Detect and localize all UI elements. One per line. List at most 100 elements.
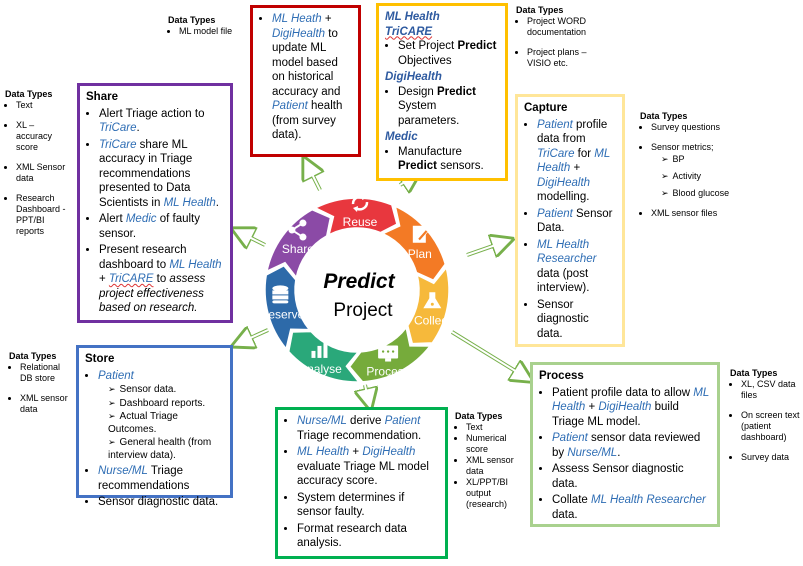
data-types-heading: Data Types: [5, 89, 53, 99]
text: Nurse/ML: [98, 465, 148, 477]
text: DigiHealth: [362, 446, 416, 458]
entity-digihealth: DigiHealth: [272, 27, 326, 40]
store-sub-list: Sensor data. Dashboard reports. Actual T…: [98, 383, 224, 462]
cycle-label-share: Share: [282, 242, 314, 256]
text: assess project effectiveness based on re…: [99, 273, 206, 314]
text: evaluate Triage ML model accuracy score.: [297, 460, 429, 488]
text: profile data from: [537, 118, 608, 146]
data-types-heading: Data Types: [455, 411, 503, 421]
text: Objectives: [398, 54, 452, 67]
cycle-label-reuse: Reuse: [343, 215, 378, 229]
list-item: Survey questions: [651, 122, 750, 133]
list-item: XML sensor data: [466, 455, 525, 477]
list-item: Project plans – VISIO etc.: [527, 47, 611, 69]
text: DigiHealth: [537, 176, 591, 189]
text: Design: [398, 85, 437, 98]
capture-box: Capture Patient profile data from TriCar…: [515, 94, 625, 347]
list-item: XL, CSV data files: [741, 379, 800, 401]
list-item: Research Dashboard -PPT/BI reports: [16, 193, 71, 237]
list-item: XL/PPT/BI output (research): [466, 477, 525, 510]
text: to: [153, 273, 170, 285]
text: Sensor Data.: [537, 207, 613, 235]
data-types-heading: Data Types: [730, 368, 778, 378]
text: Sensor diagnostic data.: [537, 298, 589, 340]
cycle-label-process: Process: [366, 365, 409, 379]
text: Sensor metrics;: [651, 142, 714, 152]
text: Nurse/ML: [567, 446, 618, 459]
list-item: Blood glucose: [661, 187, 750, 199]
list-item: XML Sensor data: [16, 162, 71, 184]
data-types-analyse: Data Types Text Numerical score XML sens…: [455, 411, 525, 515]
text: Triage recommendations: [98, 465, 190, 492]
text: share ML accuracy in Triage recommendati…: [99, 138, 193, 209]
flow-arrow-inner: [364, 384, 371, 405]
text: DigiHealth: [598, 401, 652, 413]
text: of faulty sensor.: [99, 213, 200, 240]
text: ML Health Researcher: [591, 494, 706, 506]
list-item: BP: [661, 153, 750, 165]
text: System determines if sensor faulty.: [297, 491, 405, 519]
list-item: XML sensor data: [20, 393, 71, 415]
list-item: ML model file: [179, 26, 243, 37]
analyse-box: Nurse/ML derive Patient Triage recommend…: [275, 407, 448, 559]
data-types-heading: Data Types: [168, 15, 216, 25]
text: Patient: [552, 432, 588, 444]
text: Predict: [457, 40, 497, 52]
capture-title: Capture: [524, 102, 568, 114]
data-types-heading: Data Types: [9, 351, 57, 361]
flow-arrow-inner: [305, 163, 321, 191]
text: Sensor diagnostic data.: [98, 496, 219, 508]
text: ML Health: [169, 258, 222, 271]
data-types-heading: Data Types: [516, 5, 564, 15]
share-icon: [288, 219, 307, 241]
center-subtitle: Project: [333, 300, 393, 321]
sensor-metric-list: BP Activity Blood glucose: [651, 153, 750, 199]
center-circle: [295, 228, 419, 352]
text: Patient: [537, 207, 573, 220]
plan-box: ML Health TriCARE Set Project Predict Ob…: [376, 3, 508, 181]
text: Predict: [437, 85, 476, 98]
text: ML Health: [552, 386, 710, 414]
text: ML Health Researcher: [537, 238, 597, 266]
data-types-store: Data Types Relational DB store XML senso…: [9, 351, 71, 420]
text: Medic: [125, 213, 157, 225]
list-item: Sensor data.: [108, 383, 224, 397]
list-item: XL – accuracy score: [16, 120, 71, 153]
text: Nurse/ML: [297, 415, 347, 427]
text: Present research dashboard to: [99, 244, 187, 271]
list-item: Text: [16, 100, 71, 111]
data-types-plan: Data Types Project WORD documentation Pr…: [516, 5, 611, 74]
text: Patient profile data to allow: [552, 386, 694, 399]
text: Collate: [552, 494, 591, 506]
document-pen-icon: [412, 225, 429, 243]
text: Patient: [98, 369, 134, 382]
text: TriCARE: [108, 273, 154, 285]
list-item: Activity: [661, 170, 750, 182]
text: Predict: [398, 160, 437, 172]
bar-chart-icon: [311, 340, 328, 358]
recycle-icon: [351, 194, 369, 213]
list-item: Numerical score: [466, 433, 525, 455]
data-types-reuse: Data Types ML model file: [168, 15, 243, 42]
share-box: Share Alert Triage action to TriCare. Tr…: [77, 83, 233, 323]
text: Alert Triage action to: [99, 107, 205, 120]
list-item: Survey data: [741, 452, 800, 463]
text: System parameters.: [398, 100, 460, 127]
text: for: [574, 147, 595, 160]
text: ML Health: [163, 196, 216, 209]
text: +: [99, 273, 109, 285]
list-item: XML sensor files: [651, 208, 750, 219]
entity-patient: Patient: [272, 100, 308, 112]
flow-arrow-inner: [238, 230, 266, 246]
data-types-capture: Data Types Survey questions Sensor metri…: [640, 111, 750, 224]
text: TriCare: [99, 122, 137, 134]
text: build Triage ML model.: [552, 401, 679, 428]
cycle-label-analyse: Analyse: [299, 362, 342, 376]
flow-arrow-inner: [238, 329, 269, 345]
text: Alert: [99, 213, 126, 225]
text: data (post interview).: [537, 267, 590, 295]
list-item: Project WORD documentation: [527, 16, 611, 38]
cycle-label-plan: Plan: [408, 247, 432, 261]
text: TriCare: [99, 138, 137, 151]
center-title: Predict: [323, 270, 395, 293]
